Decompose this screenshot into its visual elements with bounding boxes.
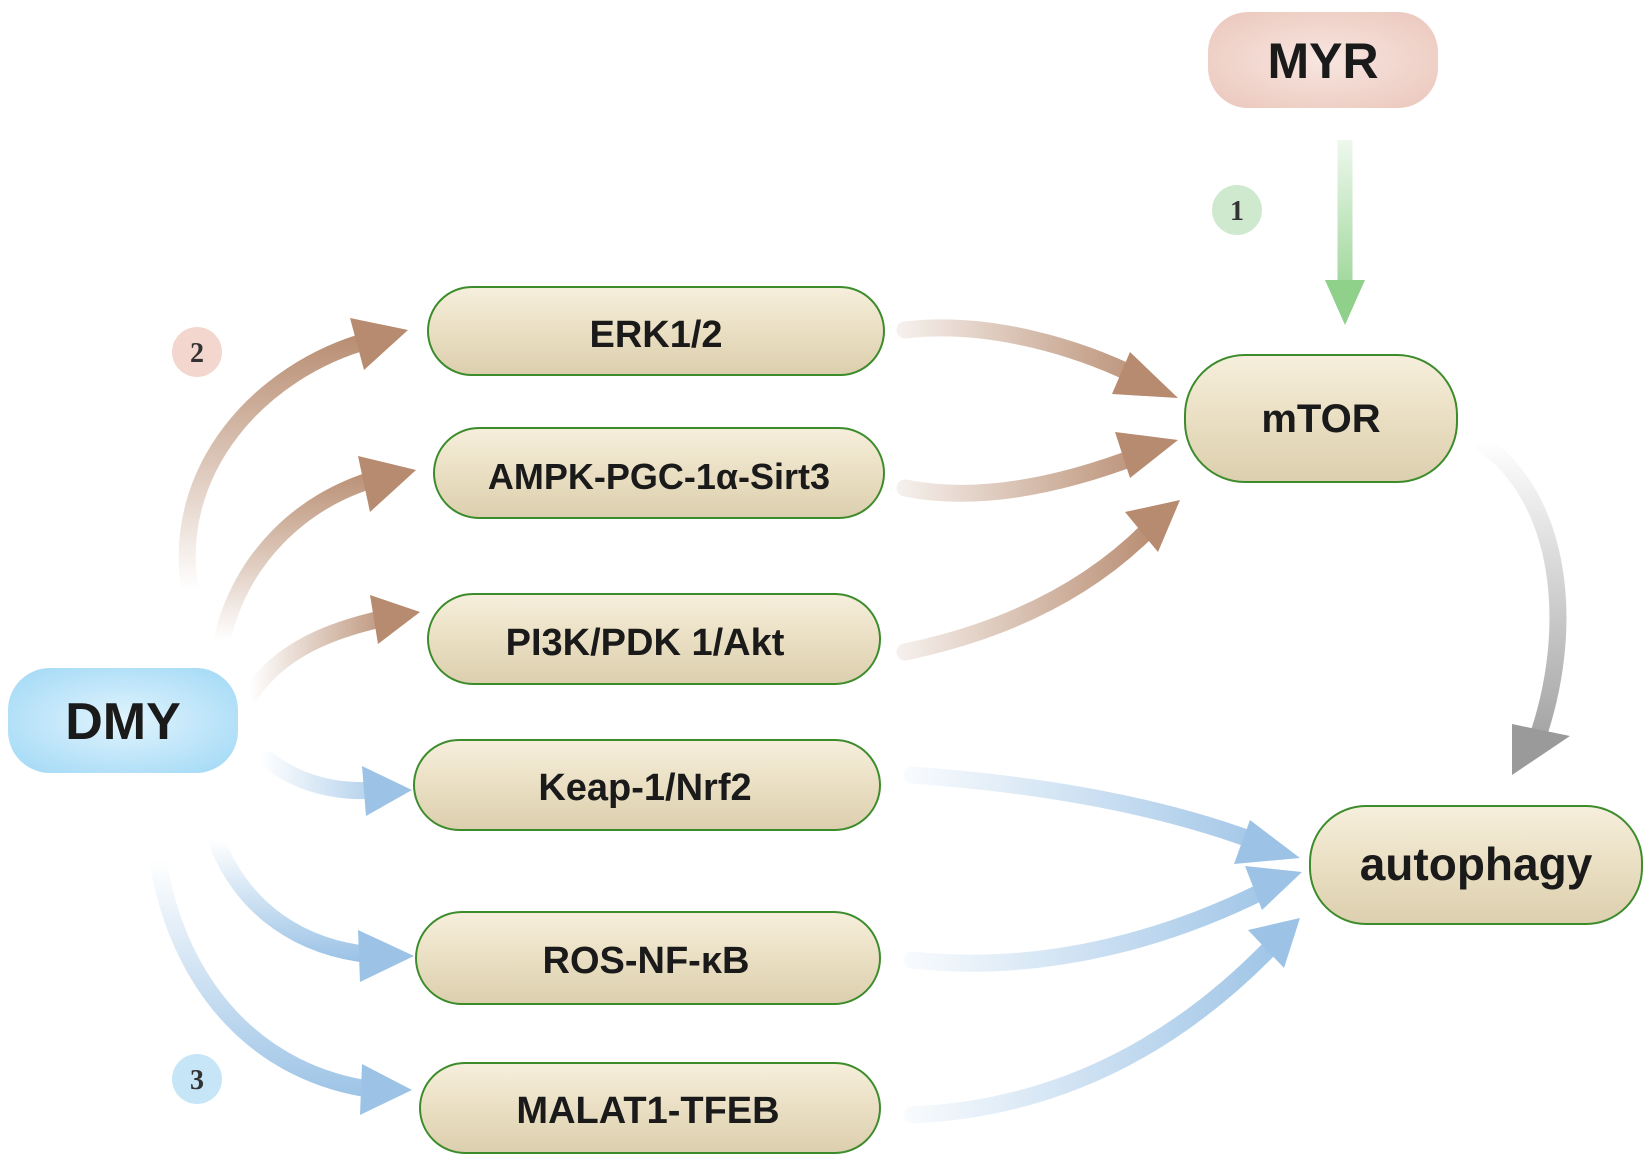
node-malat: MALAT1-TFEB: [419, 1062, 881, 1154]
node-keap: Keap-1/Nrf2: [413, 739, 881, 831]
arrow-malat-to-autophagy: [903, 918, 1300, 1124]
node-pi3k: PI3K/PDK 1/Akt: [427, 593, 881, 685]
arrow-ros-to-autophagy: [903, 866, 1302, 972]
node-dmy: DMY: [8, 668, 238, 773]
node-myr: MYR: [1208, 12, 1438, 108]
arrow-erk-to-mtor: [896, 319, 1178, 398]
badge-1: 1: [1212, 185, 1262, 235]
arrow-dmy-to-pi3k: [241, 595, 420, 704]
badge-2: 2: [172, 327, 222, 377]
node-erk-label: ERK1/2: [589, 314, 722, 356]
arrow-keap-to-autophagy: [903, 766, 1300, 864]
arrow-mtor-to-autophagy: [1476, 436, 1570, 775]
arrow-dmy-to-malat: [149, 853, 412, 1115]
arrow-myr-to-mtor: [1325, 140, 1365, 325]
node-ampk: AMPK-PGC-1α-Sirt3: [433, 427, 885, 519]
node-dmy-label: DMY: [65, 693, 181, 751]
node-myr-label: MYR: [1267, 33, 1378, 89]
node-autophagy-label: autophagy: [1360, 838, 1593, 890]
node-erk: ERK1/2: [427, 286, 885, 376]
node-autophagy: autophagy: [1309, 805, 1643, 925]
badge-2-label: 2: [190, 338, 204, 369]
node-mtor-label: mTOR: [1261, 397, 1380, 441]
node-malat-label: MALAT1-TFEB: [516, 1090, 779, 1132]
node-ros: ROS-NF-κB: [415, 911, 881, 1005]
arrow-dmy-to-ampk: [213, 456, 416, 649]
node-mtor: mTOR: [1184, 354, 1458, 483]
node-ros-label: ROS-NF-κB: [543, 940, 750, 982]
arrow-dmy-to-keap: [259, 751, 412, 816]
badge-3-label: 3: [190, 1065, 204, 1096]
arrow-dmy-to-ros: [209, 836, 414, 982]
node-pi3k-label: PI3K/PDK 1/Akt: [506, 622, 785, 664]
badge-3: 3: [172, 1054, 222, 1104]
arrow-dmy-to-erk: [178, 318, 408, 599]
arrow-ampk-to-mtor: [896, 432, 1178, 502]
badge-1-label: 1: [1230, 196, 1244, 227]
arrow-pi3k-to-mtor: [896, 500, 1180, 661]
node-ampk-label: AMPK-PGC-1α-Sirt3: [488, 456, 830, 497]
node-keap-label: Keap-1/Nrf2: [538, 767, 751, 809]
